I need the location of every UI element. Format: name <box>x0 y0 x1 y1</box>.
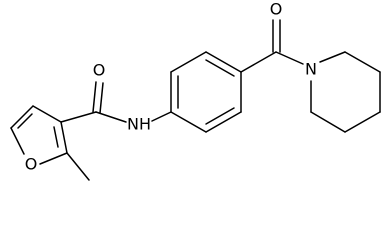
bond-carbonyl2-to-nitrogen <box>275 51 304 65</box>
bond-benzene-2-3 <box>170 51 207 73</box>
bond-furan-c5-c6-inner <box>17 113 33 129</box>
atom-label-carbonyl-oxygen-top: O <box>93 61 106 80</box>
bond-pip-c4-c5 <box>344 111 381 133</box>
bond-furan-o-c3 <box>39 152 68 165</box>
ketone-group <box>240 19 304 73</box>
piperidine-ring <box>310 51 381 133</box>
bond-benzene-3-4 <box>205 51 242 73</box>
bond-benzene-6-1 <box>170 111 207 133</box>
bond-carbonyl-oxygen-a <box>92 81 97 113</box>
bond-furan-c6-o <box>10 127 25 155</box>
bond-furan-to-carbonyl <box>60 111 97 123</box>
chemical-structure: O NH O O N <box>10 0 381 181</box>
amide-group <box>60 81 172 123</box>
bond-furan-c4-c5 <box>32 105 62 123</box>
bond-nitrogen-to-phenyl <box>151 111 172 122</box>
bond-benzene-5-6 <box>205 111 242 133</box>
bond-benzene-3-4-inner <box>205 59 235 77</box>
bond-pip-c2-c3 <box>344 51 381 73</box>
atom-labels: O NH O O N <box>25 0 317 174</box>
atom-label-piperidine-nitrogen: N <box>305 60 317 79</box>
bond-furan-c3-c4-inner <box>53 126 59 148</box>
bond-furan-c5-c6 <box>10 105 34 129</box>
bond-phenyl-to-carbonyl <box>240 51 277 73</box>
benzene-ring <box>170 51 242 133</box>
atom-label-amide-nitrogen: NH <box>127 115 151 134</box>
bond-carbonyl-oxygen-b <box>99 82 104 114</box>
furan-ring <box>10 105 68 165</box>
bond-benzene-5-6-inner <box>205 107 235 125</box>
bond-pip-n-c2 <box>319 51 346 63</box>
atom-label-carbonyl-oxygen-right: O <box>270 0 283 19</box>
bond-pip-c5-c6 <box>310 111 346 133</box>
bond-furan-c3-c4 <box>60 121 68 154</box>
atom-label-furan-oxygen: O <box>25 155 38 174</box>
bond-methyl <box>66 152 90 181</box>
bond-carbonyl-to-nitrogen <box>95 111 127 123</box>
